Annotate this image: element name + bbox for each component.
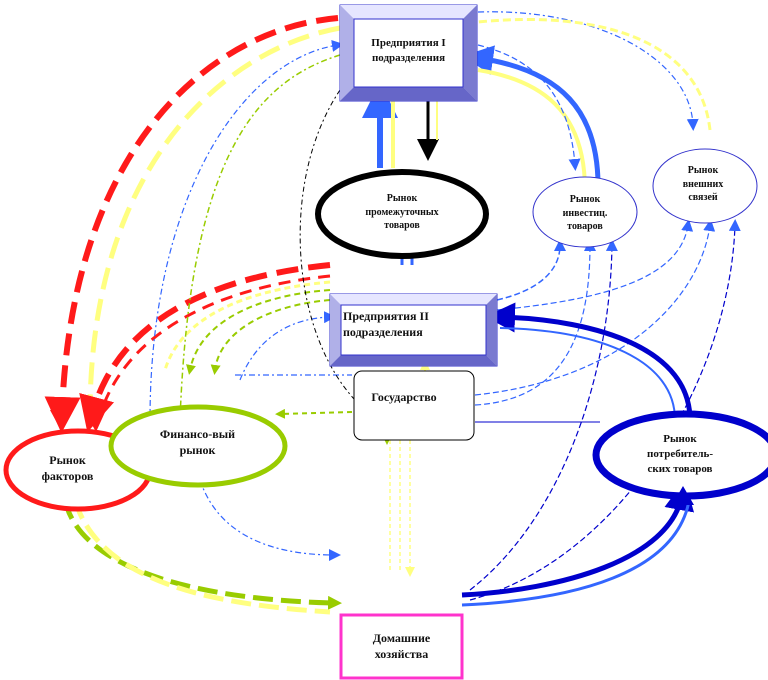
- enterprises-1-label: Предприятия I подразделения: [354, 36, 463, 66]
- intermediate-market-label-line2: промежуточных: [365, 206, 439, 218]
- factor-market-label-line2: факторов: [41, 469, 94, 484]
- factor-market-label-line1: Рынок: [49, 453, 86, 467]
- flow-yellow-foreign-to-ent1: [477, 18, 712, 131]
- flow-blue-finance-to-ent2: [239, 311, 336, 381]
- consumer-market-label-line2: потребитель-: [646, 447, 713, 460]
- financial-market-label: Финансо-вый рынок: [135, 426, 260, 458]
- arrowhead-consumer-up: [672, 486, 694, 505]
- flow-blue-inv-to-ent1: [463, 45, 601, 193]
- arrowhead-factors-right: [84, 410, 106, 432]
- enterprises-1-label-line2: подразделения: [371, 51, 446, 64]
- flow-navy-households-to-foreign: [469, 219, 741, 601]
- flow-blue-households-to-consumer: [461, 494, 692, 607]
- flow-yellow-inv-to-ent1: [477, 68, 587, 191]
- arrowhead-factors-left: [50, 410, 72, 432]
- flow-red-ent1-to-factors: [44, 15, 339, 433]
- enterprises-2-label: Предприятия II подразделения: [343, 308, 453, 340]
- intermediate-market-label: Рынок промежуточных товаров: [342, 192, 462, 233]
- consumer-market-label-line1: Рынок: [663, 433, 697, 445]
- flow-blue-gov-to-inv: [474, 239, 596, 406]
- financial-market-label-line2: рынок: [179, 443, 216, 458]
- foreign-market-label-line2: внешних: [682, 178, 724, 190]
- foreign-market-label: Рынок внешних связей: [663, 164, 743, 205]
- foreign-market-ellipse[interactable]: [652, 148, 758, 224]
- intermediate-market-label-line1: Рынок: [386, 193, 418, 204]
- flow-yellow-ent2-to-finance: [163, 280, 331, 371]
- flow-black-ent1-to-gov: [299, 89, 356, 401]
- investment-market-label: Рынок инвестиц. товаров: [540, 193, 630, 234]
- consumer-market-label: Рынок потребитель- ских товаров: [630, 432, 730, 477]
- households-label-line1: Домашние: [372, 631, 431, 645]
- intermediate-market-label-line3: товаров: [384, 220, 420, 231]
- enterprises-1-label-line1: Предприятия I: [371, 37, 446, 49]
- flow-green-ent2-to-finance-b: [210, 299, 331, 375]
- flow-blue-finance-to-ent1: [149, 39, 344, 421]
- flow-yellow-ent1-to-factors: [87, 25, 341, 416]
- consumer-market-label-line3: ских товаров: [647, 462, 713, 475]
- investment-market-ellipse[interactable]: [532, 176, 638, 248]
- government-label: Государство: [371, 390, 437, 404]
- flow-blue-ent1-to-foreign: [477, 11, 699, 131]
- flow-navy-households-to-consumer: [461, 480, 695, 598]
- flow-blue-ent2-to-inv: [496, 239, 566, 301]
- foreign-market-label-line3: связей: [688, 192, 718, 203]
- investment-market-label-line3: товаров: [567, 221, 603, 232]
- flow-blue-finance-to-households: [199, 479, 341, 561]
- households-label: Домашние хозяйства: [341, 630, 462, 662]
- flow-green-gov-to-finance: [275, 408, 353, 419]
- flow-blue-ent1-to-inv: [477, 44, 581, 171]
- enterprises-2-label-line2: подразделения: [343, 325, 423, 340]
- flow-yellow-factors-to-households: [72, 499, 331, 615]
- flow-blue-consumer-to-ent2: [499, 327, 676, 421]
- households-box[interactable]: [339, 613, 464, 680]
- households-label-line2: хозяйства: [374, 647, 429, 662]
- enterprises-1-box[interactable]: [339, 4, 478, 102]
- financial-market-ellipse[interactable]: [108, 404, 288, 488]
- enterprises-2-box[interactable]: [329, 293, 498, 367]
- flow-navy-households-to-inv: [469, 239, 618, 591]
- flow-red-ent2-to-factors-b: [98, 274, 331, 416]
- intermediate-market-ellipse[interactable]: [315, 169, 489, 259]
- enterprises-2-label-line1: Предприятия II: [343, 309, 429, 323]
- flow-navy-consumer-to-ent2: [485, 302, 693, 421]
- investment-market-label-line2: инвестиц.: [562, 207, 608, 219]
- flow-blue-gov-to-foreign: [474, 219, 716, 396]
- factor-market-label: Рынок факторов: [20, 452, 115, 484]
- foreign-market-label-line1: Рынок: [687, 165, 719, 176]
- financial-market-label-line1: Финансо-вый: [159, 427, 236, 441]
- investment-market-label-line1: Рынок: [569, 194, 601, 205]
- flow-yellow-gov-to-households: [389, 440, 410, 572]
- flow-green-ent1-to-finance: [179, 54, 341, 421]
- flow-red-ent2-to-factors: [79, 262, 331, 433]
- government-box[interactable]: [353, 370, 475, 441]
- flow-blue-ent2-to-foreign: [496, 219, 694, 311]
